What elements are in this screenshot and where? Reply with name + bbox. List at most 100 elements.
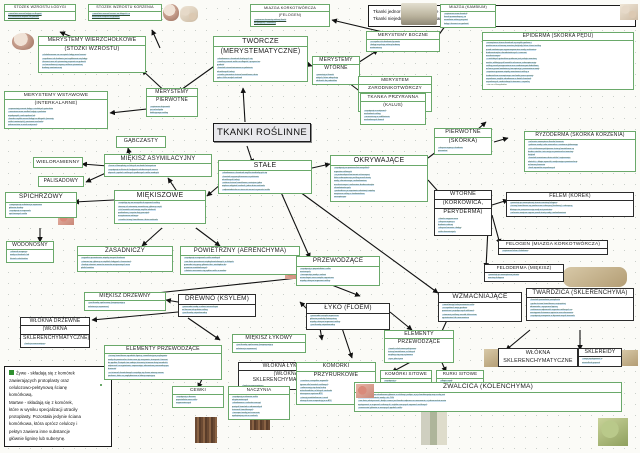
node-body: - występuje w organach roślin wodnych - … <box>181 256 299 275</box>
page-title: TKANKI ROŚLINNE <box>213 123 311 142</box>
node-cewki[interactable]: CEWKI - występują u drzewa paprotników o… <box>172 386 224 408</box>
node-body: - liczne chloroplasty, w których zachodz… <box>105 164 211 176</box>
node-elementy-przewodzace-ksylem[interactable]: ELEMENTY PRZEWODZĄCE - ściany komórkowe … <box>104 345 222 381</box>
node-label: ELEMENTY <box>385 331 453 340</box>
node-okrywajace[interactable]: OKRYWAJĄCE - występują na powierzchni ws… <box>330 155 428 202</box>
node-body: - funkcja wzmacniająca <box>21 341 89 347</box>
node-merystemy-boczne[interactable]: MERYSTEMY BOCZNE - w wyniku ich działani… <box>366 31 440 53</box>
node-powietrzny-aerenchyma[interactable]: POWIETRZNY (AERENCHYMA) - występuje w or… <box>180 246 300 276</box>
node-zwalcica-kolenchyma[interactable] <box>100 384 102 386</box>
node-label: MIĘKISZ ASYMILACYJNY <box>105 155 211 165</box>
node-label: MIAZGA (KAMBIUM) <box>441 5 495 12</box>
node-label: MERYSTEMY <box>313 57 359 66</box>
node-twardzica-sklerenchyma[interactable]: TWARDZICA (SKLERENCHYMA) - komórki posia… <box>526 288 634 321</box>
node-wodonosny[interactable]: WODONOŚNY - zbiornik magazyn wody w tkan… <box>6 241 54 263</box>
photo-sklereidy-right <box>620 350 638 366</box>
node-body: - jest tkanką spichrzową (magazynującą s… <box>233 343 305 352</box>
node-label: WŁÓKNA DRZEWNE <box>21 318 89 327</box>
node-label: DREWNO (KSYLEM) <box>179 295 255 305</box>
node-label: WIELORAMIENNY <box>34 158 82 168</box>
node-merystemy-wstawowe[interactable]: MERYSTEMY WSTAWOWE (INTERKALARNE) - zape… <box>4 91 108 130</box>
node-label: ZASADNICZY <box>78 247 172 257</box>
node-merystemy-wierzcholkowe[interactable]: MERYSTEMY WIERZCHOŁKOWE (STOŻKI WZROSTU)… <box>38 36 146 73</box>
node-label-2: PIERWOTNE <box>147 97 197 105</box>
node-wieloramienny[interactable]: WIELORAMIENNY <box>33 157 83 169</box>
node-gabczasty[interactable]: GĄBCZASTY <box>116 136 166 148</box>
node-body: - powstaje po wewnętrznej stronie warstw… <box>485 272 563 282</box>
node-stale[interactable]: STAŁE - zbudowane z komórek zwykle niedz… <box>218 160 312 194</box>
node-felogen[interactable]: FELOGEN (MIAZGA KORKOTWÓRCZA) - wytwarza… <box>498 240 608 256</box>
node-label: KOMÓRKI SITOWE <box>381 371 431 379</box>
node-naczynia[interactable]: NACZYNIA - występują w drzewie roślin ok… <box>228 386 290 421</box>
node-body: - zewnętrzna ściana komórek są zwykle gr… <box>483 41 633 89</box>
node-label: FELOGEN (MIAZGA KORKOTWÓRCZA) <box>499 241 607 250</box>
node-label: WŁÓKNA ŁYKOWE <box>239 363 333 372</box>
node-label: TKANKA PRZYRANNA <box>361 94 425 102</box>
node-wtorne-korkowica[interactable]: WTÓRNE (KORKOWICA, PERYDERMA) - tkanka z… <box>434 190 492 236</box>
node-label: SKLEREIDY <box>579 349 621 358</box>
node-zwalcica-kolenchyma-main[interactable]: ZWALCICA (KOLENCHYMA) - ściana komórkowa… <box>354 382 622 413</box>
node-label-2: PRZYRURKOWE <box>297 371 375 380</box>
node-body: - występują u drzewa paprotników oraz ro… <box>173 394 223 407</box>
node-miekiszowe[interactable]: MIĘKISZOWE - znajdują się we wszystkich … <box>114 190 206 224</box>
node-przewodzace[interactable]: PRZEWODZĄCE - występują u paprotników i … <box>296 256 380 286</box>
green-swatch-icon <box>9 370 14 375</box>
node-body: - w wyniku ich działania łyczasto i łody… <box>367 39 439 52</box>
node-stozek-wzrostu-korzenia[interactable]: STOŻEK WZROSTU KORZENIA - umożliwia wzro… <box>88 4 162 22</box>
node-label-2: (MERYSTEMATYCZNE) <box>214 47 307 57</box>
node-wzmacniajace[interactable]: WZMACNIAJĄCE - umożliwiają funkcjonowani… <box>438 292 522 323</box>
node-body: - magazynuje substancje zapasowe głównie… <box>6 202 76 218</box>
node-merystemy-wtorne[interactable]: MERYSTEMY WTÓRNE - powstają z tkanek sta… <box>312 56 360 86</box>
node-miazga-korkotworcza[interactable]: MIAZGA KORKOTWÓRCZA (FELOGEN) - wytwarza… <box>250 4 330 28</box>
legend-living-dead: Żywe - składają się z komórek zawierając… <box>4 366 112 447</box>
node-ryzoderma[interactable]: RYZODERMA (SKÓRKA KORZENIA) - ochrania z… <box>524 131 636 173</box>
node-miekisz-drzewny[interactable]: MIĘKISZ DRZEWNY - jest tkanką spichrzową… <box>84 292 166 311</box>
photo-zwalcica-left <box>356 384 374 398</box>
node-body: - ściany komórkowe zgrubiałe ligniną, um… <box>105 354 221 380</box>
node-miazga-kambium[interactable]: MIAZGA (KAMBIUM) - wytwarza nowe komórki… <box>440 4 496 28</box>
node-elementy-przewodzace-floem[interactable]: ELEMENTY PRZEWODZĄCE - trwale celulozowo… <box>384 330 454 363</box>
node-drewno-ksylem[interactable]: DREWNO (KSYLEM) - przewodzi wodę z solam… <box>178 294 256 318</box>
node-merystemy-pierwotne[interactable]: MERYSTEMY PIERWOTNE - wytwarza aktywność… <box>146 88 198 118</box>
node-body: - umożliwia wzrost łodygi na długość - w… <box>5 11 75 21</box>
legend-living-line: Żywe - składają się z komórek <box>9 370 107 377</box>
node-sklereidy[interactable]: SKLEREIDY - mogą występować w niewielkic… <box>578 348 622 367</box>
node-spichrzowy[interactable]: SPICHRZOWY - magazynuje substancje zapas… <box>5 192 77 219</box>
node-body: - wytwarza aktywność już od zalążka kieł… <box>147 104 197 117</box>
node-tworcze-merystematyczne[interactable]: TWÓRCZE (MERYSTEMATYCZNE) - zbudowane z … <box>213 36 308 83</box>
node-miekisz-asymilacyjny[interactable]: MIĘKISZ ASYMILACYJNY - liczne chloroplas… <box>104 154 212 177</box>
node-palisadowy[interactable]: PALISADOWY <box>38 176 84 188</box>
node-wlokna-drzewne[interactable]: WŁÓKNA DRZEWNE (WŁÓKNA SKLERENCHYMATYCZN… <box>20 317 90 348</box>
node-label: TWÓRCZE <box>214 37 307 48</box>
node-miekisz-lykowy[interactable]: MIĘKISZ ŁYKOWY - jest tkanką spichrzową … <box>232 334 306 353</box>
node-pierwotne-skorka[interactable]: PIERWOTNE (SKÓRKA) - okrywa organy o bud… <box>434 128 492 156</box>
photo-kambium-rod <box>401 3 437 25</box>
node-body: - zapewniają wzrost łodyg u niektórych g… <box>5 107 107 129</box>
node-zasadniczy[interactable]: ZASADNICZY - wypełnia przestrzenie międz… <box>77 246 173 273</box>
node-label-2: ZARODNIKOTWÓRCZY <box>359 84 431 93</box>
node-tkanka-przyranna[interactable]: TKANKA PRZYRANNA (KALUS) - występuje w m… <box>360 93 426 125</box>
node-label: CEWKI <box>173 387 223 395</box>
node-label: MIĘKISZ DRZEWNY <box>85 293 165 302</box>
node-feloderma[interactable]: FELODERMA (MIĘKISZ) - powstaje po wewnęt… <box>484 264 564 283</box>
node-felem-korek[interactable]: FELEM (KOREK) - powstaje po zewnętrznej … <box>506 192 634 218</box>
node-label: KOMÓRKI <box>297 363 375 372</box>
node-stozek-wzrostu-lodygi[interactable]: STOŻEK WZROSTU ŁODYGI - umożliwia wzrost… <box>4 4 76 22</box>
node-label: MERYSTEMY WSTAWOWE <box>5 92 107 101</box>
node-label-2: (SKÓRKA) <box>435 137 491 146</box>
node-body: - występują u paprotników i roślin nasie… <box>297 266 379 285</box>
node-lyko-floem[interactable]: ŁYKO (FLOEM) - przewodzi związki organic… <box>306 303 390 330</box>
legend-text: głównie ligninę lub suberynę. <box>9 435 66 441</box>
node-label: MERYSTEMY WIERZCHOŁKOWE <box>39 37 145 46</box>
node-wlokna-sklerenchymatyczne[interactable]: WŁÓKNA SKLERENCHYMATYCZNE <box>498 348 578 368</box>
node-epiderma[interactable]: EPIDERMA (SKÓRKA PĘDU) - zewnętrzna ścia… <box>482 32 634 90</box>
node-body: - wypełnia przestrzenie między innymi tk… <box>78 256 172 272</box>
legend-text: Martwe - składają się z komórek, <box>9 399 73 405</box>
node-label: FELODERMA (MIĘKISZ) <box>485 265 563 273</box>
node-body: - tkanka zagęszczona - okrywa organy o b… <box>435 216 491 235</box>
node-body: - występują na powierzchni wszystkich or… <box>331 166 427 201</box>
photo-stozek-korzenia-2 <box>180 6 198 22</box>
node-body: - powstają z tkanek stałych, które odzys… <box>313 72 359 85</box>
node-label: STOŻEK WZROSTU KORZENIA <box>89 5 161 12</box>
node-body: - przewodzi związki organiczne głównie p… <box>307 313 389 329</box>
